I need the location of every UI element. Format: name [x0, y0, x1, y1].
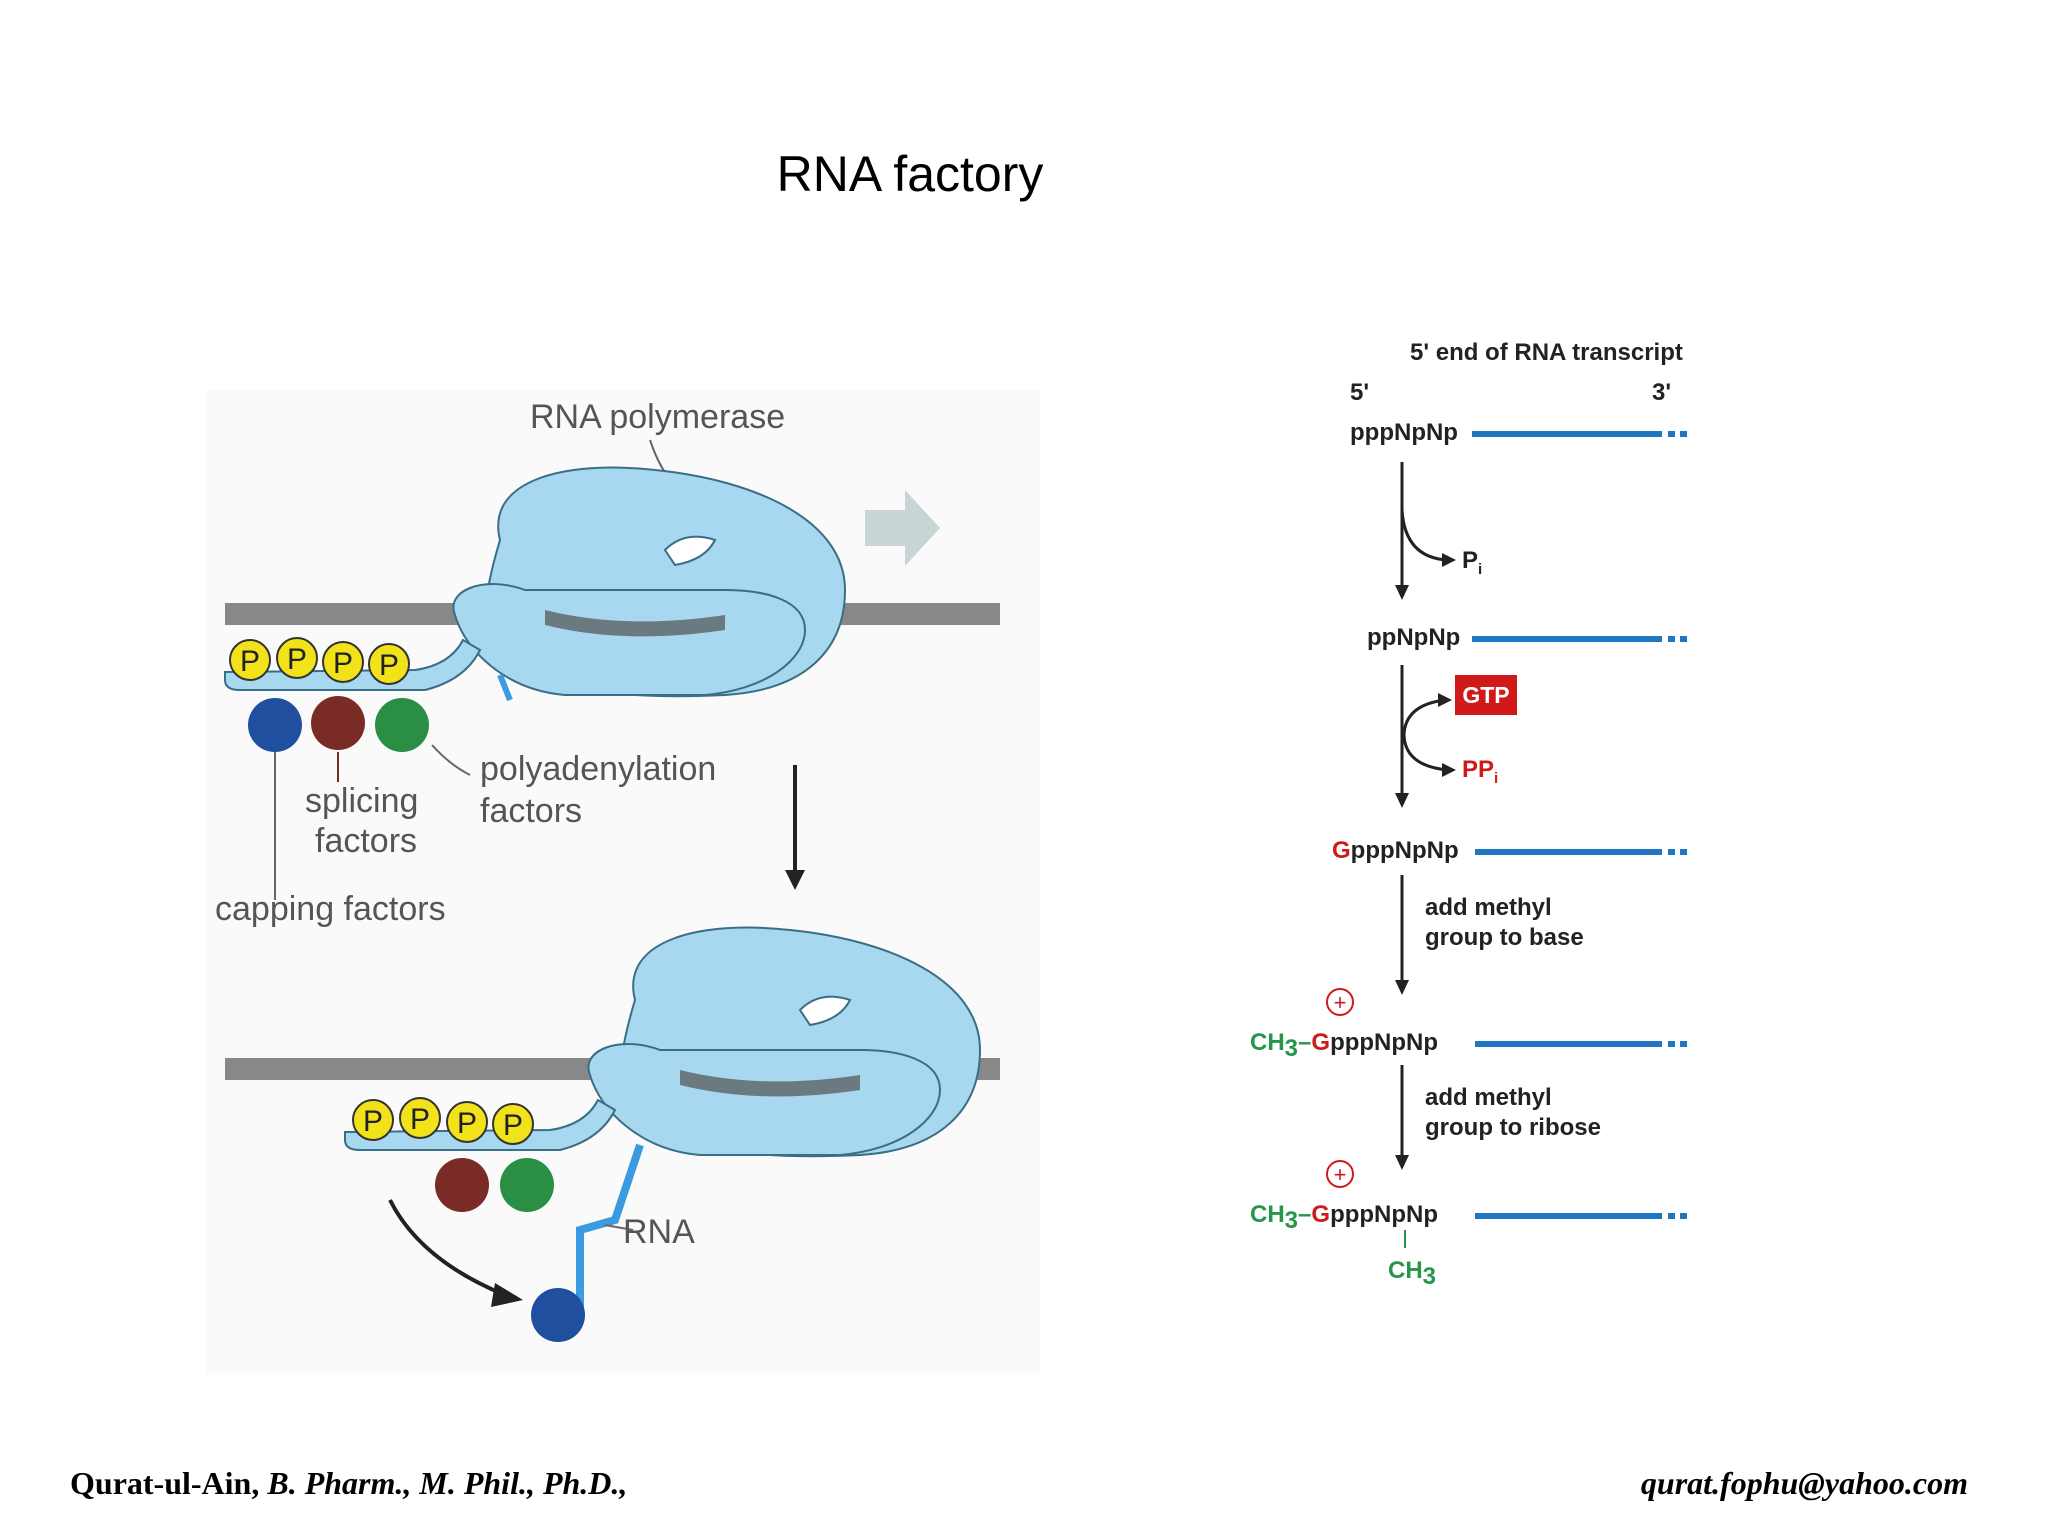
positive-charge-icon — [1326, 988, 1354, 1016]
splicing-label: splicing — [305, 782, 418, 820]
step4-sequence: CH3–GpppNpNp — [1250, 1029, 1438, 1062]
released-capping-factor — [531, 1288, 585, 1342]
rna-polymerase-bottom — [344, 926, 982, 1158]
svg-text:P: P — [240, 645, 260, 678]
rna-label: RNA — [623, 1213, 695, 1251]
splicing-factor-circle — [311, 696, 365, 750]
svg-text:factors: factors — [480, 792, 582, 830]
cap-formation-figure: 5' end of RNA transcript 5' 3' pppNpNp P… — [1240, 300, 1760, 1300]
step1-sequence: pppNpNp — [1350, 419, 1458, 446]
rna-polymerase-figure: RNA polymerase P P P P — [205, 390, 1040, 1375]
methyl-ribose-label: add methyl — [1425, 1084, 1552, 1111]
direction-arrow-icon — [865, 490, 940, 566]
polyadenylation-factor-circle-bottom — [500, 1158, 554, 1212]
phosphate-group-top: P P P P — [229, 637, 410, 685]
page-title: RNA factory — [776, 146, 1044, 202]
svg-text:P: P — [379, 649, 399, 682]
rna-strand — [576, 1143, 644, 1315]
svg-text:+: + — [1334, 990, 1347, 1015]
positive-charge-icon — [1326, 1160, 1354, 1188]
polyadenylation-label: polyadenylation — [480, 750, 716, 788]
ppi-label: PPi — [1462, 756, 1498, 787]
splicing-factor-circle-bottom — [435, 1158, 489, 1212]
pi-label: Pi — [1462, 547, 1482, 578]
author-name: Qurat-ul-Ain, — [70, 1465, 260, 1501]
polyadenylation-factor-circle — [375, 698, 429, 752]
author-credentials: B. Pharm., M. Phil., Ph.D., — [259, 1465, 628, 1501]
svg-text:P: P — [503, 1109, 523, 1142]
rna-polymerase-top — [224, 466, 847, 702]
methyl-base-label: add methyl — [1425, 894, 1552, 921]
step3-sequence: GpppNpNp — [1332, 837, 1459, 864]
author-email: qurat.fophu@yahoo.com — [1640, 1465, 1968, 1501]
capping-factor-circle — [248, 698, 302, 752]
svg-text:P: P — [457, 1107, 477, 1140]
rna-polymerase-label: RNA polymerase — [530, 398, 785, 436]
step2-sequence: ppNpNp — [1367, 624, 1460, 651]
svg-text:group to base: group to base — [1425, 924, 1584, 951]
svg-text:group to ribose: group to ribose — [1425, 1114, 1601, 1141]
capping-label: capping factors — [215, 890, 446, 928]
down-arrow-icon — [785, 870, 805, 890]
svg-text:factors: factors — [315, 822, 417, 860]
three-prime-label: 3' — [1652, 379, 1671, 406]
phosphate-group-bottom: P P P P — [352, 1097, 534, 1145]
transcript-header: 5' end of RNA transcript — [1410, 339, 1683, 366]
step5-sequence: CH3–GpppNpNp — [1250, 1201, 1438, 1234]
five-prime-label: 5' — [1350, 379, 1369, 406]
gtp-badge — [1455, 675, 1517, 715]
ribose-methyl-label: CH3 — [1388, 1257, 1436, 1290]
svg-text:P: P — [363, 1105, 383, 1138]
svg-text:GTP: GTP — [1462, 682, 1509, 708]
svg-text:P: P — [287, 643, 307, 676]
curved-arrow-icon — [491, 1283, 523, 1307]
svg-text:P: P — [410, 1103, 430, 1136]
author-credit: Qurat-ul-Ain, B. Pharm., M. Phil., Ph.D.… — [70, 1465, 627, 1502]
svg-text:P: P — [333, 647, 353, 680]
svg-text:+: + — [1334, 1162, 1347, 1187]
